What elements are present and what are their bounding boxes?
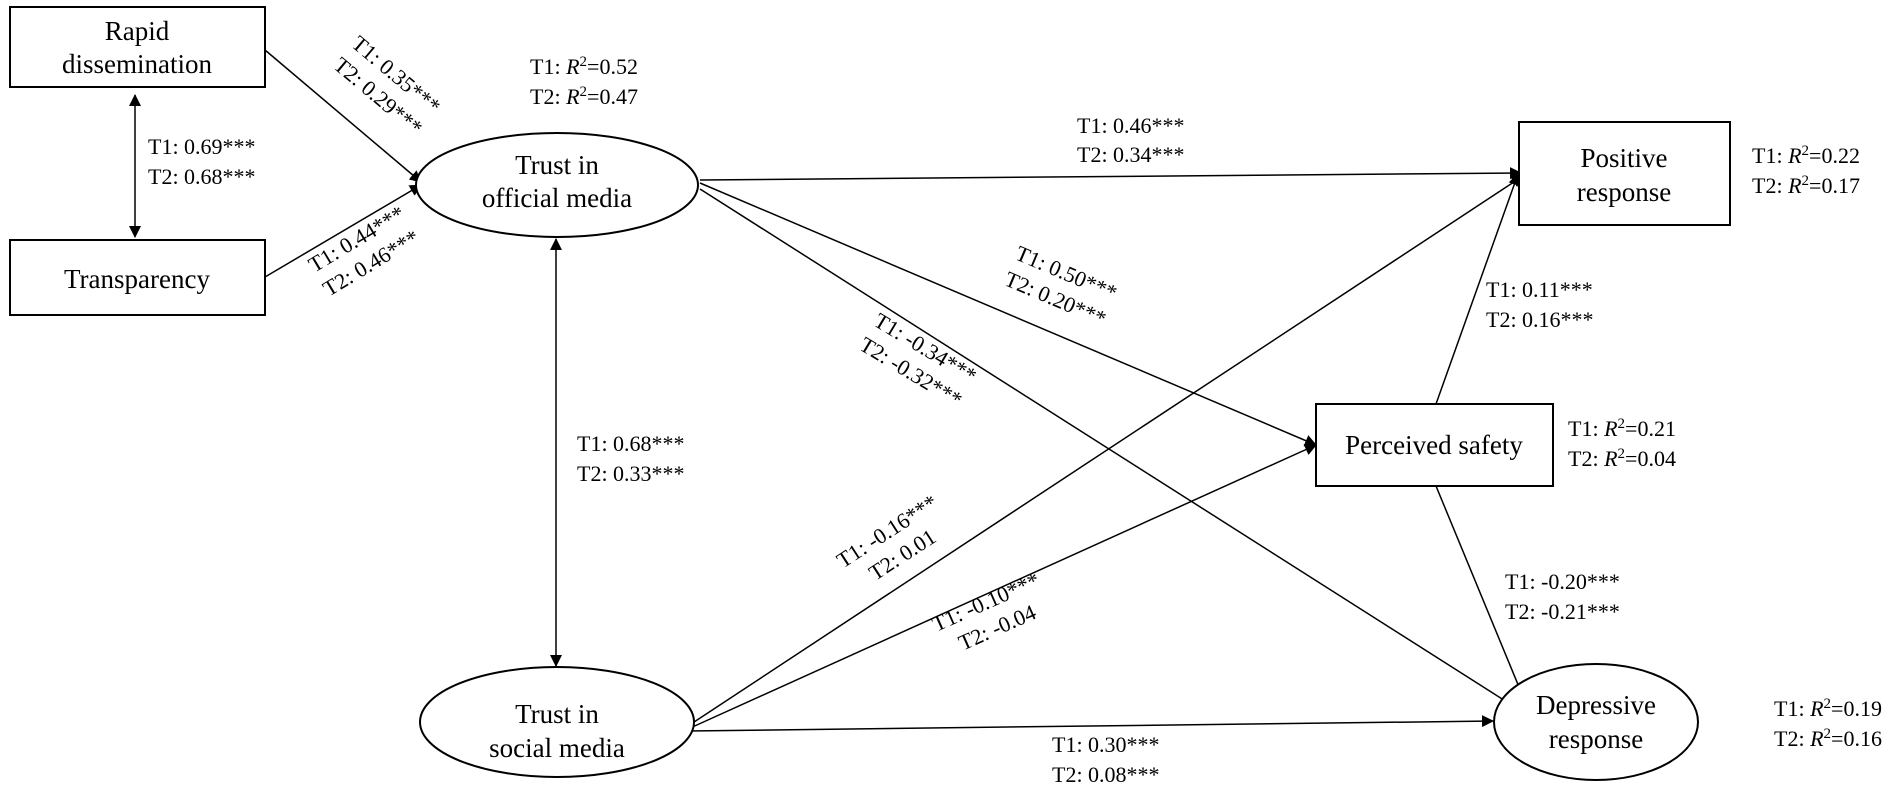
node-social-line1: Trust in [515,699,599,729]
edge-official-safety [699,182,1317,447]
coef-rapid-transparency-t2: T2: 0.68*** [148,164,256,189]
node-official-line1: Trust in [515,150,599,180]
r2-depressive-t2: T2: R2=0.16 [1774,726,1882,751]
coef-official-social: T1: 0.68*** T2: 0.33*** [577,431,685,486]
node-rapid-dissemination: Rapid dissemination [9,6,266,88]
coef-social-positive: T1: -0.16*** T2: 0.01 [832,489,942,585]
coef-official-safety: T1: 0.50*** T2: 0.20*** [1001,240,1121,331]
coef-safety-positive: T1: 0.11*** T2: 0.16*** [1486,277,1594,332]
r2-official-t2: T2: R2=0.47 [530,84,638,109]
coef-official-social-t2: T2: 0.33*** [577,461,685,486]
edge-social-positive [687,175,1524,727]
r2-depressive-t1: T1: R2=0.19 [1774,696,1882,721]
r2-safety-t2: T2: R2=0.04 [1568,446,1676,471]
node-trust-official-media: Trust in official media [415,132,699,238]
edge-safety-positive [1435,173,1520,405]
r2-official: T1: R2=0.52 T2: R2=0.47 [530,54,638,109]
coef-official-social-t1: T1: 0.68*** [577,431,685,456]
node-rapid-line1: Rapid [105,16,170,46]
r2-positive: T1: R2=0.22 T2: R2=0.17 [1752,143,1860,198]
node-depressive-line2: response [1549,724,1643,754]
coef-safety-depressive-t1: T1: -0.20*** [1505,569,1620,594]
node-trust-social-media: Trust in social media [419,666,695,778]
node-positive-response: Positive response [1518,121,1731,226]
coef-rapid-official: T1: 0.35*** T2: 0.29*** [329,30,445,140]
coef-safety-depressive: T1: -0.20*** T2: -0.21*** [1505,569,1620,624]
coef-safety-positive-t1: T1: 0.11*** [1486,277,1593,302]
edge-official-depressive [699,188,1530,717]
coef-social-safety: T1: -0.10*** T2: -0.04 [928,567,1043,655]
node-depressive-response: Depressive response [1493,663,1699,781]
edge-transparency-official [264,184,422,278]
coef-transparency-official: T1: 0.44*** T2: 0.46*** [304,200,423,301]
coef-official-positive-t1: T1: 0.46*** [1077,113,1185,138]
node-transparency-label: Transparency [64,264,210,294]
edge-social-depressive [687,715,1494,732]
r2-safety-t1: T1: R2=0.21 [1568,416,1676,441]
r2-positive-t2: T2: R2=0.17 [1752,173,1860,198]
r2-safety: T1: R2=0.21 T2: R2=0.04 [1568,416,1676,471]
edge-safety-depressive [1435,485,1533,717]
r2-positive-t1: T1: R2=0.22 [1752,143,1860,168]
node-safety-label: Perceived safety [1345,430,1523,460]
edge-social-safety [687,444,1317,730]
coef-social-depressive-t1: T1: 0.30*** [1052,732,1160,757]
edge-rapid-official [264,49,422,183]
coef-social-depressive: T1: 0.30*** T2: 0.08*** [1052,732,1160,787]
coef-official-depressive: T1: -0.34*** T2: -0.32*** [855,308,981,413]
node-social-line2: social media [489,733,625,763]
node-rapid-line2: dissemination [62,49,212,79]
r2-official-t1: T1: R2=0.52 [530,54,638,79]
coef-rapid-transparency-t1: T1: 0.69*** [148,134,256,159]
node-perceived-safety: Perceived safety [1315,403,1554,487]
node-official-line2: official media [482,183,632,213]
edge-official-positive [699,167,1522,181]
node-positive-line2: response [1577,177,1671,207]
coef-safety-positive-t2: T2: 0.16*** [1486,307,1594,332]
node-depressive-line1: Depressive [1536,690,1656,720]
coef-social-depressive-t2: T2: 0.08*** [1052,762,1160,787]
coef-rapid-transparency: T1: 0.69*** T2: 0.68*** [148,134,256,189]
coef-official-positive-t2: T2: 0.34*** [1077,142,1185,167]
r2-depressive: T1: R2=0.19 T2: R2=0.16 [1774,696,1882,751]
node-positive-line1: Positive [1580,143,1667,173]
coef-safety-depressive-t2: T2: -0.21*** [1505,599,1620,624]
coef-official-positive: T1: 0.46*** T2: 0.34*** [1077,113,1185,167]
node-transparency: Transparency [9,239,266,316]
